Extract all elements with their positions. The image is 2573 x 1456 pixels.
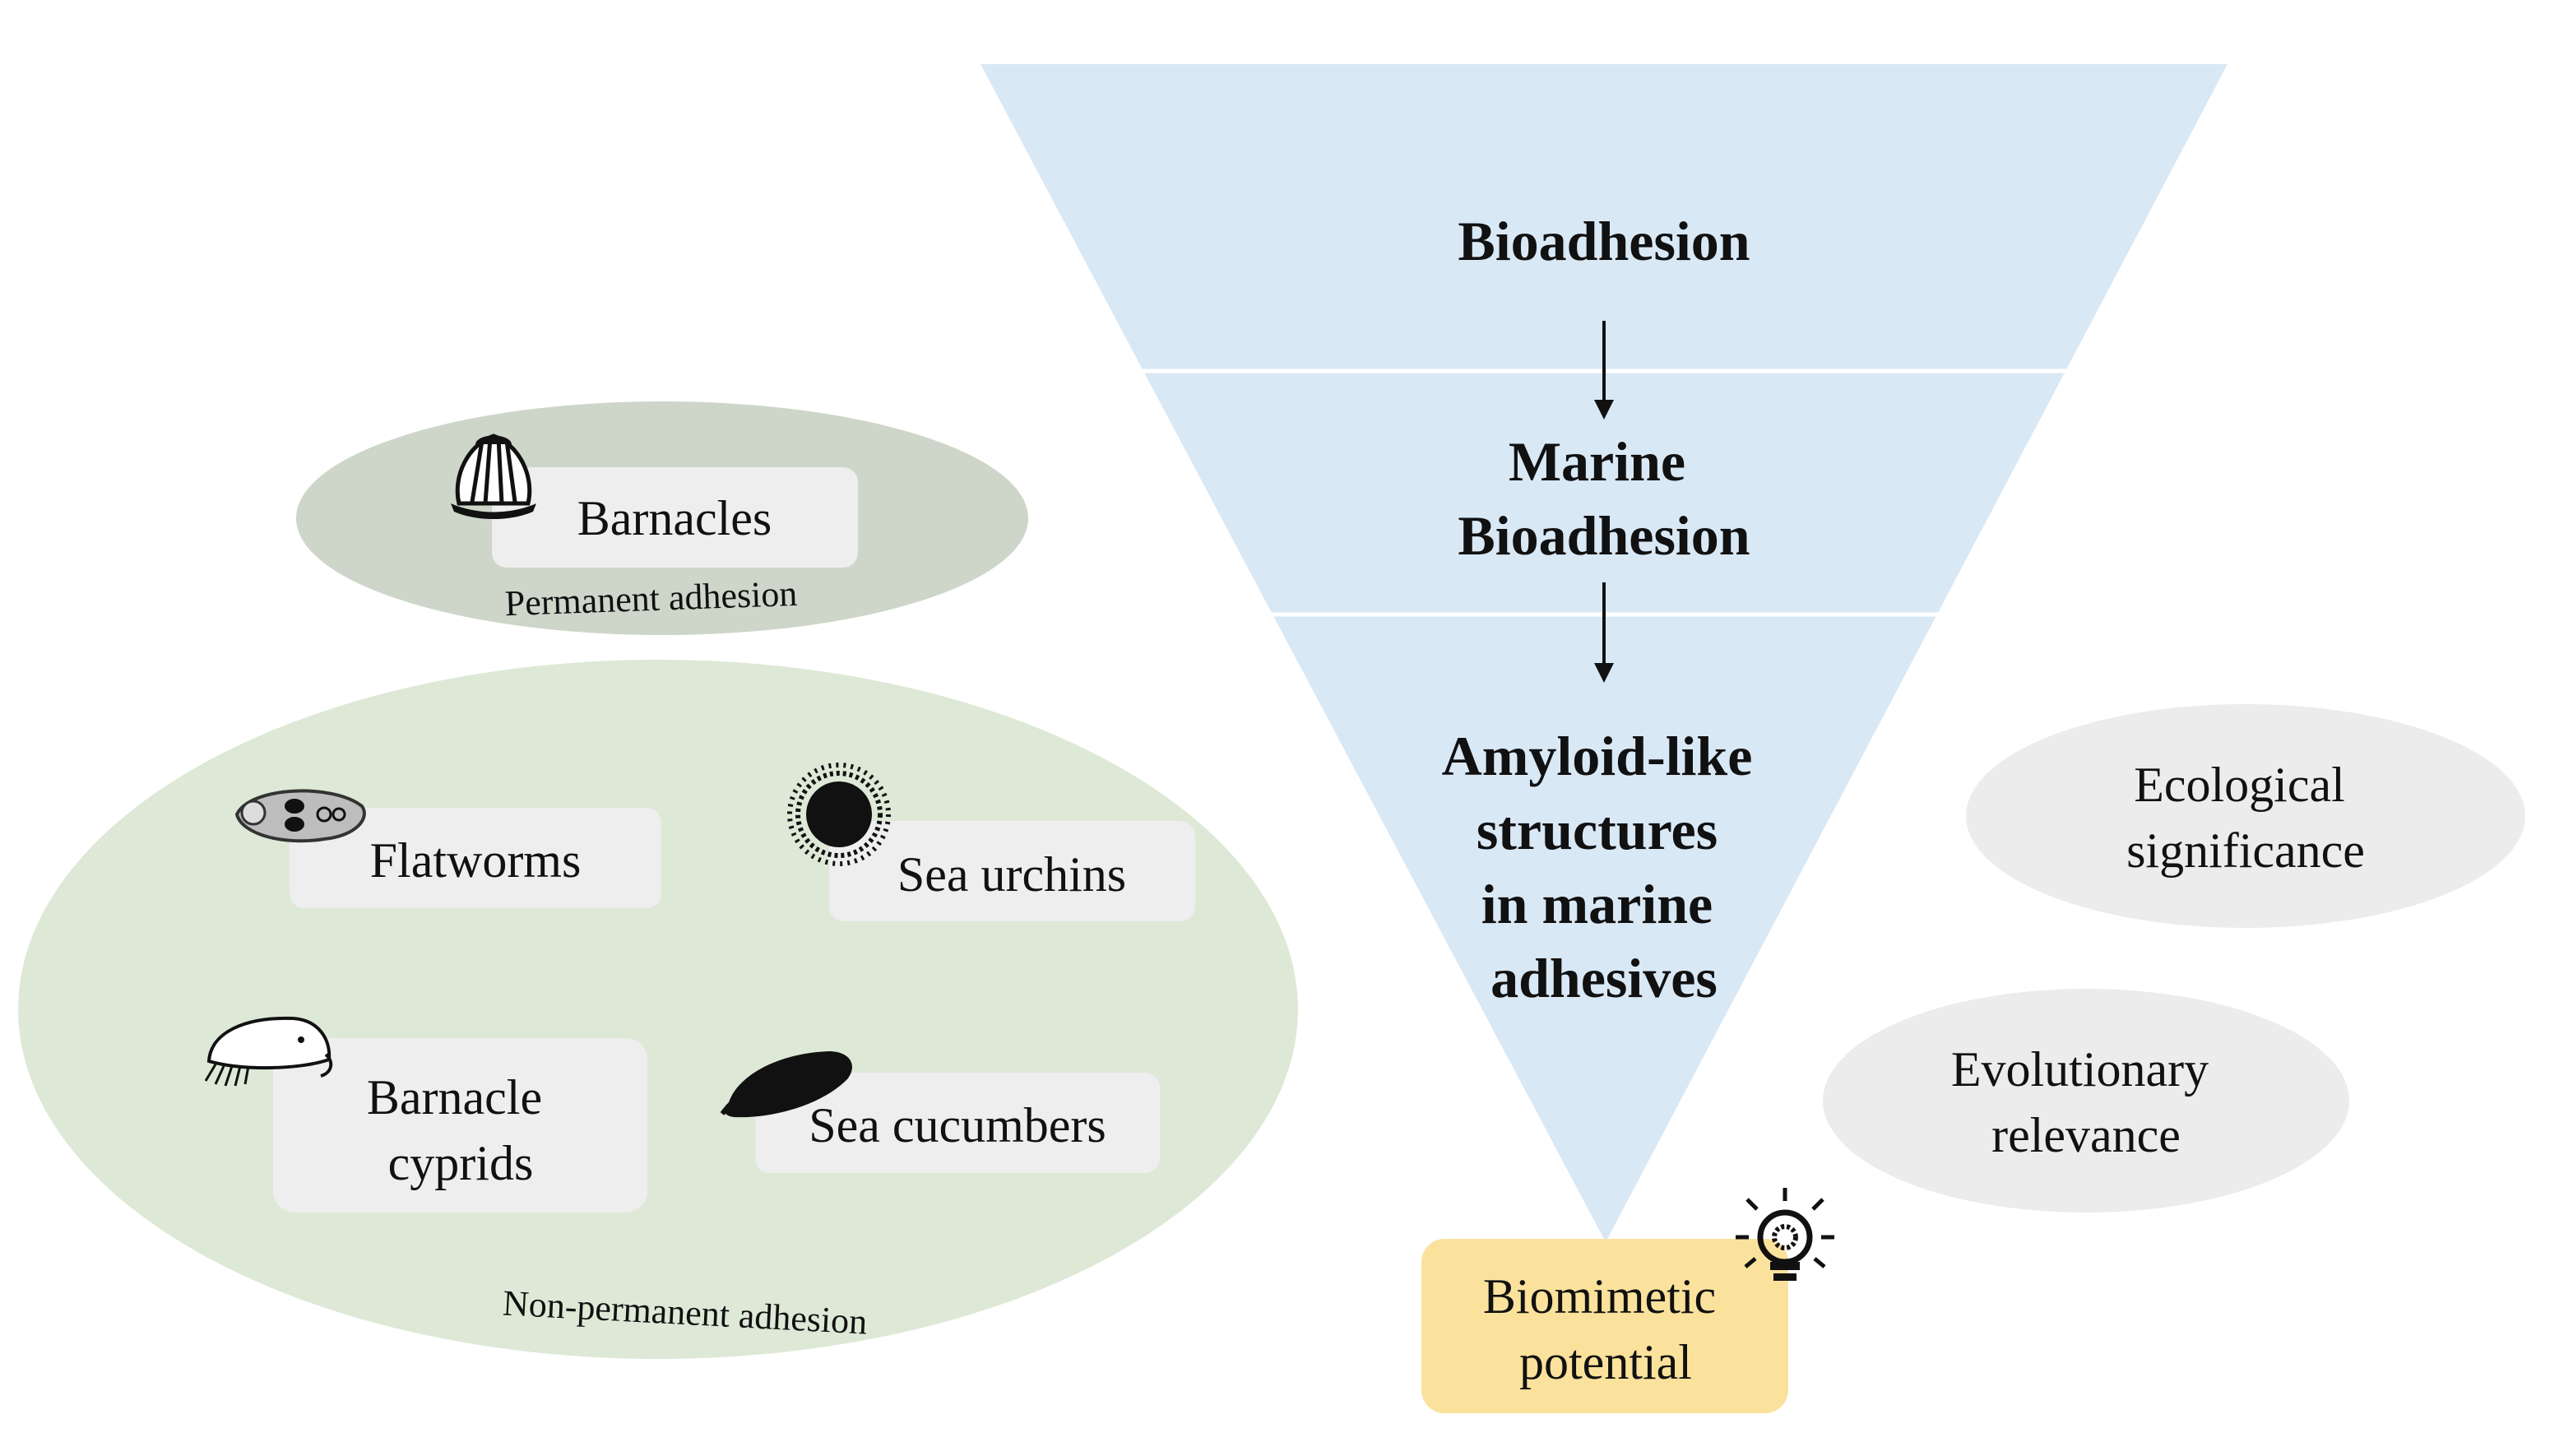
sea-cucumber-icon — [720, 1051, 852, 1118]
funnel: Bioadhesion Marine Bioadhesion Amyloid-l… — [981, 64, 2228, 1242]
permanent-adhesion-group: Barnacles Permanent adhesion — [296, 401, 1028, 635]
biomimetic-potential-box: Biomimetic potential — [1421, 1188, 1834, 1413]
sea-cucumbers-box — [755, 1073, 1160, 1173]
barnacle-cyprids-box — [273, 1038, 647, 1213]
barnacles-box — [492, 467, 858, 568]
nonpermanent-adhesion-ellipse — [18, 660, 1298, 1359]
biomimetic-potential-label: Biomimetic potential — [1483, 1269, 1728, 1389]
biomimetic-potential-rect — [1421, 1239, 1788, 1413]
funnel-level-3-title: Amyloid-like structures in marine adhesi… — [1442, 725, 1767, 1009]
barnacles-label: Barnacles — [577, 491, 772, 545]
evolutionary-relevance-note: Evolutionary relevance — [1823, 989, 2349, 1213]
funnel-level-1-title: Bioadhesion — [1458, 210, 1750, 272]
nonpermanent-adhesion-group: Flatworms Sea urchins Barnacle cyprids — [18, 660, 1298, 1359]
flatworms-label: Flatworms — [370, 833, 582, 888]
cyprid-icon — [204, 1016, 333, 1087]
ecological-significance-ellipse — [1966, 704, 2525, 928]
sea-urchin-icon — [787, 763, 891, 866]
flatworm-icon — [234, 789, 366, 843]
barnacle-cyprids-label: Barnacle cyprids — [367, 1070, 554, 1190]
evolutionary-relevance-ellipse — [1823, 989, 2349, 1213]
ecological-significance-note: Ecological significance — [1966, 704, 2525, 928]
sea-urchins-label: Sea urchins — [897, 847, 1126, 902]
barnacle-icon — [451, 434, 536, 519]
flatworms-box — [290, 808, 661, 908]
sea-cucumbers-label: Sea cucumbers — [809, 1098, 1106, 1152]
sea-urchins-box — [829, 821, 1195, 921]
funnel-level-2-title: Marine Bioadhesion — [1458, 430, 1750, 567]
ecological-significance-label: Ecological significance — [2126, 758, 2365, 878]
evolutionary-relevance-label: Evolutionary relevance — [1951, 1042, 2221, 1162]
lightbulb-icon — [1736, 1188, 1834, 1281]
